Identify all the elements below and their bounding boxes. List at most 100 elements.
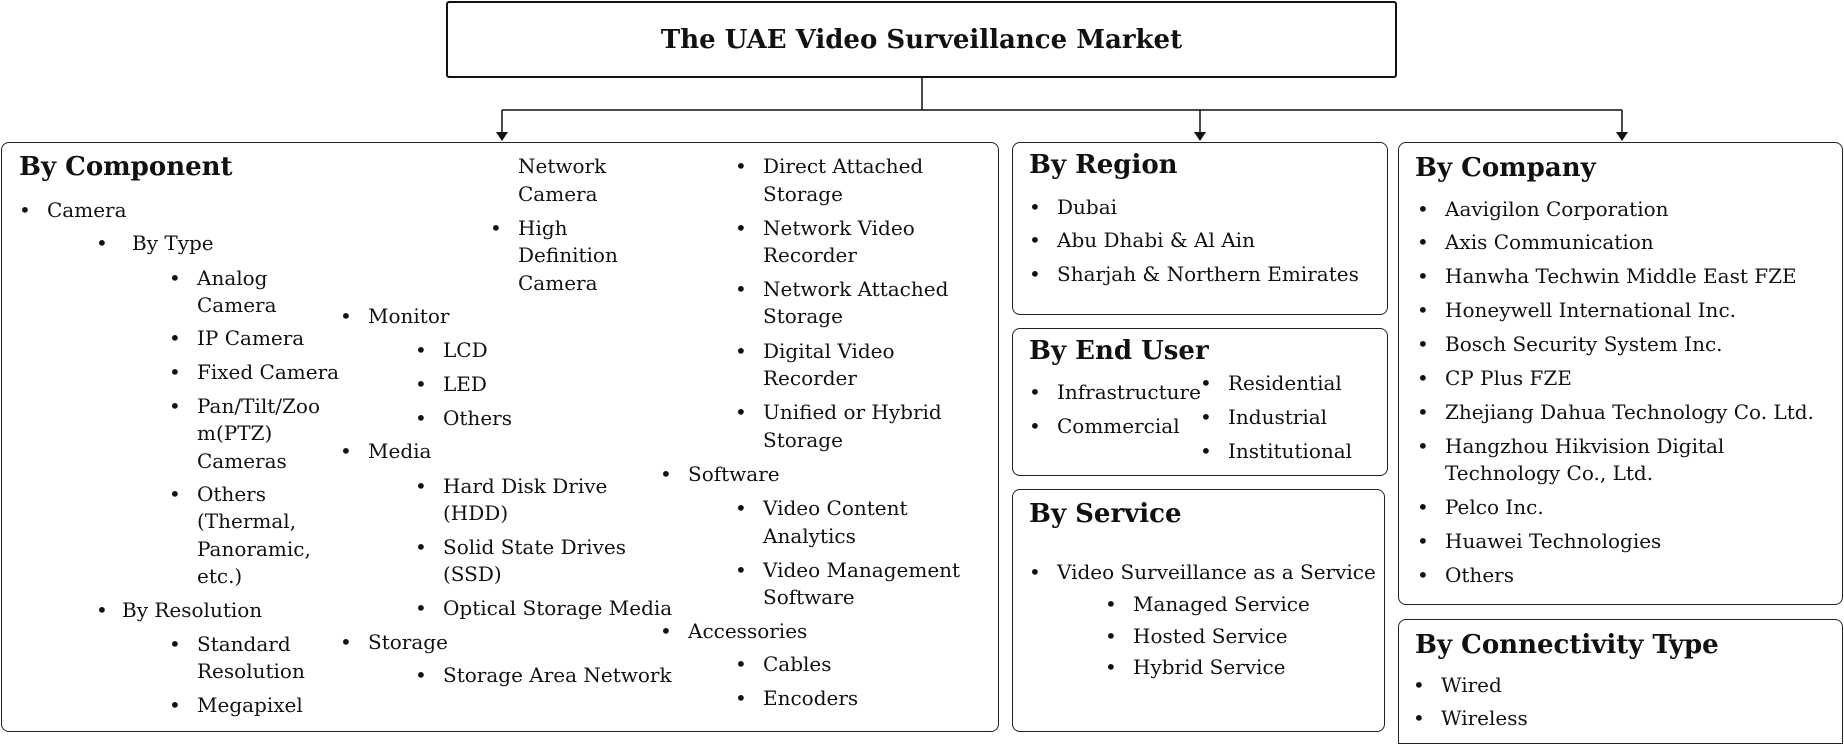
bullet: • [1200, 405, 1212, 429]
bullet: • [1413, 673, 1425, 697]
item-vms-2: Software [763, 585, 855, 609]
bullet: • [1029, 228, 1041, 252]
company-hikvision-1: Hangzhou Hikvision Digital [1445, 434, 1725, 458]
item-monitor-others: Others [443, 406, 512, 430]
item-accessories: Accessories [688, 619, 808, 643]
item-uhs-2: Storage [763, 428, 843, 452]
region-box [1012, 142, 1388, 315]
item-by-type: By Type [132, 231, 214, 255]
connectivity-box [1398, 619, 1843, 744]
bullet: • [96, 598, 108, 622]
item-vca-2: Analytics [763, 524, 856, 548]
bullet: • [490, 216, 502, 240]
item-ssd-2: (SSD) [443, 562, 502, 586]
bullet: • [660, 462, 672, 486]
region-heading: By Region [1029, 150, 1178, 180]
bullet: • [1029, 414, 1041, 438]
item-type-others-3: Panoramic, [197, 537, 311, 561]
bullet: • [415, 663, 427, 687]
item-hd-1: High [518, 216, 568, 240]
item-nvr-2: Recorder [763, 243, 857, 267]
item-vca-1: Video Content [763, 496, 908, 520]
item-standard-2: Resolution [197, 659, 305, 683]
item-nas-1: Network Attached [763, 277, 949, 301]
bullet: • [169, 632, 181, 656]
bullet: • [1105, 655, 1117, 679]
end-user-box [1012, 328, 1388, 476]
service-heading: By Service [1029, 499, 1182, 529]
bullet: • [169, 394, 181, 418]
item-dvr-1: Digital Video [763, 339, 895, 363]
company-cp-plus: CP Plus FZE [1445, 366, 1572, 390]
bullet: • [1029, 195, 1041, 219]
bullet: • [1029, 560, 1041, 584]
bullet: • [169, 326, 181, 350]
company-dahua: Zhejiang Dahua Technology Co. Ltd. [1445, 400, 1814, 424]
item-type-others-1: Others [197, 482, 266, 506]
end-user-infrastructure: Infrastructure [1057, 380, 1201, 404]
bullet: • [169, 360, 181, 384]
bullet: • [660, 619, 672, 643]
component-heading: By Component [19, 152, 233, 182]
bullet: • [1417, 400, 1429, 424]
service-hosted: Hosted Service [1133, 624, 1288, 648]
item-fixed-camera: Fixed Camera [197, 360, 340, 384]
company-aavigilon: Aavigilon Corporation [1445, 197, 1669, 221]
service-box [1012, 489, 1385, 732]
bullet: • [735, 216, 747, 240]
bullet: • [735, 652, 747, 676]
bullet: • [1417, 264, 1429, 288]
service-hybrid: Hybrid Service [1133, 655, 1286, 679]
region-item-sharjah: Sharjah & Northern Emirates [1057, 262, 1359, 286]
bullet: • [735, 496, 747, 520]
bullet: • [1105, 592, 1117, 616]
bullet: • [415, 406, 427, 430]
end-user-industrial: Industrial [1228, 405, 1328, 429]
company-pelco: Pelco Inc. [1445, 495, 1544, 519]
bullet: • [1417, 434, 1429, 458]
bullet: • [1417, 197, 1429, 221]
item-nas-2: Storage [763, 304, 843, 328]
company-box [1398, 142, 1843, 605]
connectivity-wireless: Wireless [1441, 706, 1528, 730]
item-lcd: LCD [443, 338, 488, 362]
bullet: • [1029, 262, 1041, 286]
item-software: Software [688, 462, 780, 486]
item-ip-camera: IP Camera [197, 326, 305, 350]
item-hd-2: Definition [518, 243, 618, 267]
bullet: • [1029, 380, 1041, 404]
item-storage: Storage [368, 630, 448, 654]
company-hikvision-2: Technology Co., Ltd. [1445, 461, 1654, 485]
item-san: Storage Area Network [443, 663, 672, 687]
item-ssd-1: Solid State Drives [443, 535, 626, 559]
component-box [1, 142, 999, 732]
bullet: • [1413, 706, 1425, 730]
item-uhs-1: Unified or Hybrid [763, 400, 942, 424]
bullet: • [340, 304, 352, 328]
diagram-title-text: The UAE Video Surveillance Market [660, 24, 1183, 55]
bullet: • [169, 693, 181, 717]
item-hdd-2: (HDD) [443, 501, 509, 525]
company-axis: Axis Communication [1445, 230, 1654, 254]
bullet: • [735, 400, 747, 424]
region-item-abu-dhabi: Abu Dhabi & Al Ain [1057, 228, 1255, 252]
item-vms-1: Video Management [763, 558, 961, 582]
diagram-title: The UAE Video Surveillance Market [446, 1, 1397, 78]
end-user-institutional: Institutional [1228, 439, 1353, 463]
bullet: • [415, 372, 427, 396]
bullet: • [1417, 230, 1429, 254]
bullet: • [96, 231, 108, 255]
item-encoders: Encoders [763, 686, 859, 710]
item-by-resolution: By Resolution [122, 598, 263, 622]
bullet: • [19, 198, 31, 222]
item-hdd-1: Hard Disk Drive [443, 474, 608, 498]
item-das-1: Direct Attached [763, 154, 924, 178]
service-managed: Managed Service [1133, 592, 1310, 616]
bullet: • [1417, 366, 1429, 390]
company-heading: By Company [1415, 153, 1596, 183]
item-network-camera-1: Network [518, 154, 607, 178]
item-network-camera-2: Camera [518, 182, 598, 206]
bullet: • [1417, 563, 1429, 587]
bullet: • [1200, 371, 1212, 395]
bullet: • [415, 474, 427, 498]
